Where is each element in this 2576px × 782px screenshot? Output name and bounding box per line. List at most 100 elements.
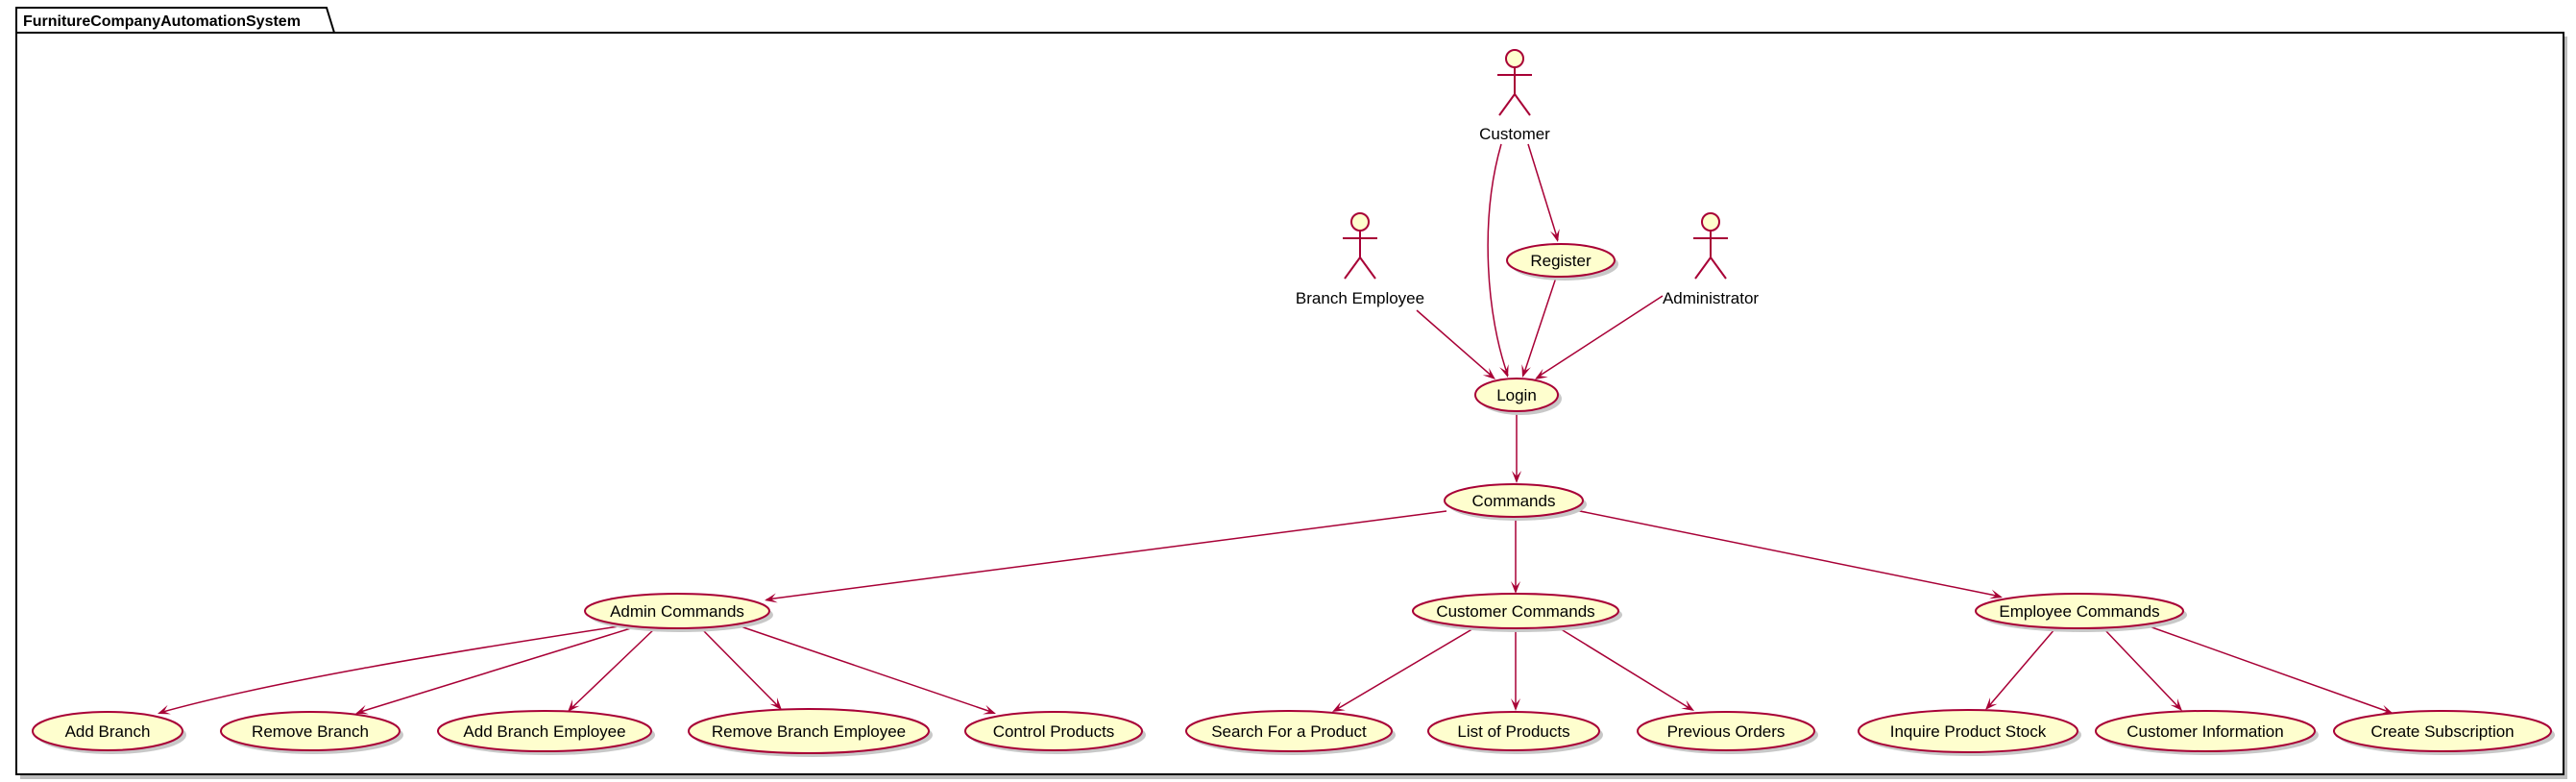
usecase-control-products[interactable]: Control Products bbox=[964, 711, 1146, 754]
relation-line bbox=[700, 627, 781, 709]
arrowhead-icon bbox=[1681, 699, 1694, 711]
arrowhead-icon bbox=[158, 704, 171, 715]
relation-commands-to-customer-commands bbox=[1511, 518, 1520, 594]
package-title: FurnitureCompanyAutomationSystem bbox=[23, 13, 301, 30]
relation-customer-commands-to-list-products bbox=[1511, 628, 1520, 711]
relation-line bbox=[2102, 627, 2181, 710]
relation-employee-commands-to-customer-information bbox=[2102, 627, 2182, 711]
usecase-add-branch-employee[interactable]: Add Branch Employee bbox=[437, 710, 655, 755]
arrowhead-icon bbox=[1989, 589, 2003, 599]
usecase-previous-orders[interactable]: Previous Orders bbox=[1637, 711, 1818, 754]
relation-admin-commands-to-remove-branch-employee bbox=[700, 627, 782, 710]
usecase-remove-branch-employee[interactable]: Remove Branch Employee bbox=[688, 708, 933, 757]
usecase-label: Employee Commands bbox=[1999, 602, 2159, 621]
relation-line bbox=[158, 625, 620, 714]
arrowhead-icon bbox=[568, 699, 580, 712]
arrowhead-icon bbox=[1332, 701, 1346, 712]
relation-line bbox=[356, 626, 635, 714]
relation-line bbox=[1527, 143, 1559, 241]
usecase-label: Remove Branch Employee bbox=[712, 722, 906, 741]
relation-branch-employee-to-login bbox=[1416, 309, 1495, 379]
usecase-create-subscription[interactable]: Create Subscription bbox=[2333, 710, 2555, 755]
relation-employee-commands-to-inquire-stock bbox=[1985, 627, 2056, 710]
relation-line bbox=[569, 627, 656, 711]
relations-layer bbox=[158, 143, 2394, 715]
usecase-search-product[interactable]: Search For a Product bbox=[1185, 710, 1396, 755]
relation-register-to-login bbox=[1521, 277, 1557, 378]
usecase-admin-commands[interactable]: Admin Commands bbox=[584, 593, 773, 632]
relation-line bbox=[1536, 295, 1664, 379]
usecase-label: List of Products bbox=[1457, 722, 1569, 741]
arrowhead-icon bbox=[2170, 698, 2182, 711]
usecase-label: Control Products bbox=[993, 722, 1115, 741]
relation-customer-commands-to-previous-orders bbox=[1557, 626, 1694, 711]
relation-customer-commands-to-search-product bbox=[1332, 626, 1476, 712]
usecase-label: Login bbox=[1496, 386, 1537, 404]
package-tab bbox=[15, 7, 336, 34]
arrowhead-icon bbox=[1499, 364, 1509, 378]
arrowhead-icon bbox=[1535, 368, 1548, 379]
usecase-commands[interactable]: Commands bbox=[1444, 483, 1587, 521]
relation-line bbox=[1333, 626, 1476, 712]
actor-branch-employee[interactable]: Branch Employee bbox=[1296, 212, 1424, 307]
arrowhead-icon bbox=[1511, 581, 1520, 594]
arrowhead-icon bbox=[983, 704, 996, 715]
relation-line bbox=[1487, 143, 1509, 377]
usecase-label: Remove Branch bbox=[252, 722, 369, 741]
usecase-label: Search For a Product bbox=[1211, 722, 1367, 741]
relation-line bbox=[766, 510, 1447, 600]
usecase-list-products[interactable]: List of Products bbox=[1427, 711, 1603, 754]
actor-label: Branch Employee bbox=[1296, 289, 1424, 307]
arrowhead-icon bbox=[1512, 471, 1521, 483]
usecase-label: Add Branch bbox=[65, 722, 151, 741]
actor-customer[interactable]: Customer bbox=[1479, 49, 1550, 143]
usecase-label: Admin Commands bbox=[610, 602, 744, 621]
relation-admin-commands-to-control-products bbox=[734, 623, 996, 715]
relation-employee-commands-to-create-subscription bbox=[2143, 623, 2394, 715]
arrowhead-icon bbox=[2380, 704, 2394, 715]
relation-administrator-to-login bbox=[1535, 295, 1664, 379]
actor-head-icon bbox=[1505, 49, 1524, 68]
usecase-label: Inquire Product Stock bbox=[1890, 722, 2047, 741]
usecase-login[interactable]: Login bbox=[1474, 378, 1562, 415]
relation-login-to-commands bbox=[1512, 412, 1521, 483]
usecase-label: Add Branch Employee bbox=[463, 722, 625, 741]
usecase-label: Previous Orders bbox=[1667, 722, 1786, 741]
usecase-remove-branch[interactable]: Remove Branch bbox=[220, 711, 403, 754]
relation-line bbox=[1986, 627, 2056, 709]
arrowhead-icon bbox=[1985, 697, 1998, 710]
usecase-label: Register bbox=[1530, 252, 1592, 270]
usecase-register[interactable]: Register bbox=[1506, 243, 1618, 281]
actor-administrator[interactable]: Administrator bbox=[1663, 212, 1759, 307]
arrowhead-icon bbox=[355, 704, 369, 715]
relation-line bbox=[734, 623, 995, 714]
relation-customer-to-login bbox=[1487, 143, 1509, 378]
arrowhead-icon bbox=[1549, 229, 1560, 242]
relation-admin-commands-to-add-branch bbox=[158, 625, 620, 715]
arrowhead-icon bbox=[1511, 698, 1520, 711]
actor-label: Customer bbox=[1479, 125, 1550, 143]
usecase-inquire-stock[interactable]: Inquire Product Stock bbox=[1858, 709, 2081, 756]
actor-label: Administrator bbox=[1663, 289, 1759, 307]
usecase-customer-commands[interactable]: Customer Commands bbox=[1412, 593, 1622, 632]
relation-line bbox=[1416, 309, 1495, 379]
relation-commands-to-admin-commands bbox=[765, 510, 1447, 603]
relation-line bbox=[1557, 626, 1693, 711]
actor-head-icon bbox=[1350, 212, 1370, 232]
usecase-label: Customer Information bbox=[2126, 722, 2283, 741]
arrowhead-icon bbox=[769, 697, 782, 710]
relation-line bbox=[1574, 509, 2002, 598]
usecase-add-branch[interactable]: Add Branch bbox=[32, 711, 186, 754]
relation-line bbox=[1522, 277, 1557, 377]
actor-head-icon bbox=[1701, 212, 1720, 232]
usecase-customer-information[interactable]: Customer Information bbox=[2095, 710, 2319, 755]
relation-admin-commands-to-add-branch-employee bbox=[568, 627, 656, 712]
usecase-employee-commands[interactable]: Employee Commands bbox=[1975, 593, 2187, 632]
relation-commands-to-employee-commands bbox=[1574, 509, 2003, 599]
arrowhead-icon bbox=[1482, 367, 1495, 379]
relation-line bbox=[2143, 623, 2393, 714]
usecase-label: Commands bbox=[1472, 492, 1556, 510]
relation-admin-commands-to-remove-branch bbox=[355, 626, 635, 715]
arrowhead-icon bbox=[765, 593, 778, 603]
